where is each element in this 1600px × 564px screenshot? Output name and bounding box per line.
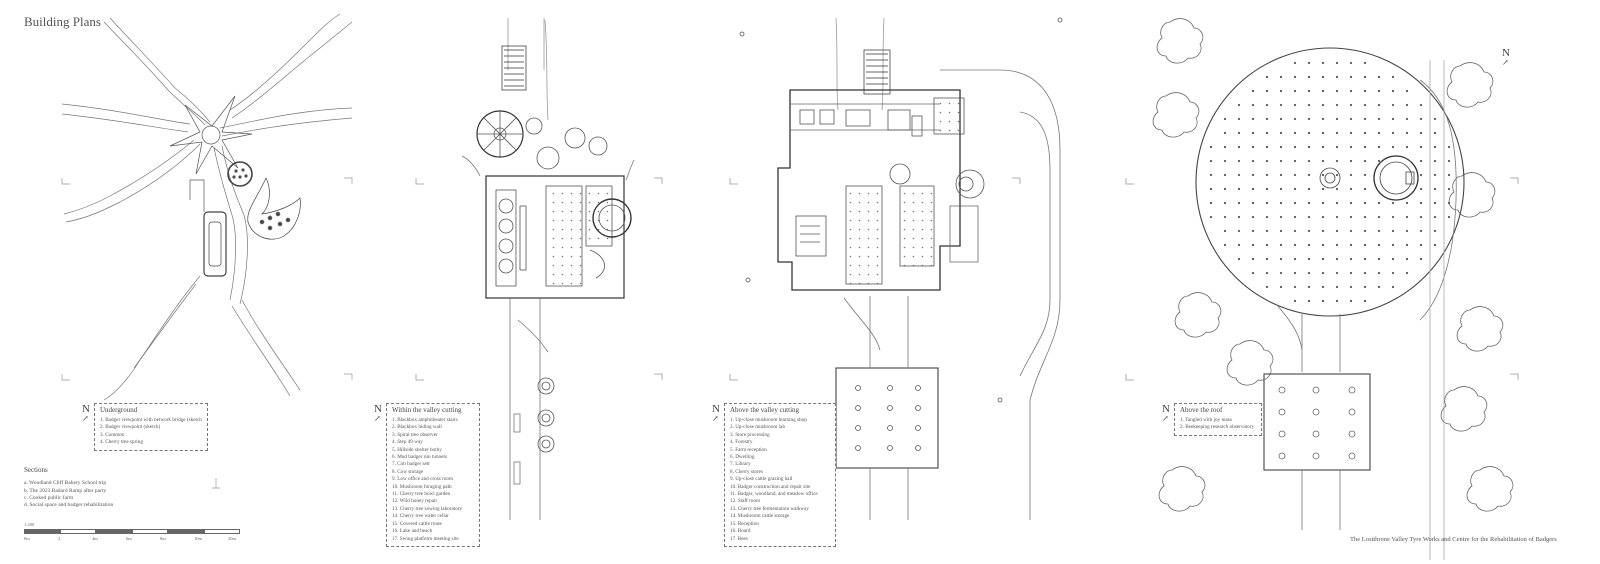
- legend-item: 13. Cherry tree sowing laboratory: [392, 505, 463, 512]
- panel-above-cutting-drawing: [729, 17, 1063, 520]
- legend-underground: Underground 1. Badger viewpoint with net…: [94, 403, 208, 451]
- legend-item: 2. Blackbox hiding wall: [392, 424, 442, 431]
- legend-above-cutting: Above the valley cutting 1. Up-close mus…: [724, 403, 836, 547]
- north-label: N: [82, 403, 90, 415]
- legend-item: 17. Bees: [730, 535, 748, 542]
- section-item: b. The 2023 Badard Ramp after party: [24, 487, 107, 494]
- scale-label: 1:200: [24, 522, 35, 527]
- legend-item: 3. Spiral tree observer: [392, 431, 438, 438]
- scale-tick: 6m: [126, 536, 132, 541]
- legend-item: 1. Tangled with joy mass: [1180, 417, 1232, 423]
- north-arrow-top: N ↗: [1502, 48, 1510, 67]
- legend-item: 11. Badger, woodland, and meadow office: [730, 491, 818, 498]
- legend-item: 17. Swing platform meeting site: [392, 535, 459, 542]
- legend-item: 1. Up-close mushroom learning shop: [730, 417, 807, 423]
- north-arrow-2: N ↗: [374, 404, 382, 423]
- legend-item: 6. Mud badger run tunnels: [392, 454, 447, 461]
- legend-heading: Underground: [100, 406, 138, 414]
- legend-item: 4. Forestry: [730, 439, 753, 446]
- legend-item: 16. Board: [730, 528, 751, 535]
- legend-item: 4. Step 49 way: [392, 439, 423, 446]
- north-arrow-3: N ↗: [712, 404, 720, 423]
- legend-item: 1. Badger viewpoint with network bridge …: [100, 417, 202, 423]
- legend-heading: Above the roof: [1180, 406, 1223, 414]
- legend-item: 5. Farm reception: [730, 446, 767, 453]
- north-arrow-4: N ↗: [1162, 404, 1170, 423]
- legend-heading: Within the valley cutting: [392, 406, 462, 414]
- legend-item: 4. Cherry tree spring: [100, 439, 143, 446]
- panel-underground-drawing: [61, 13, 353, 489]
- section-item: a. Woodland Cliff Bakery School trip: [24, 480, 107, 487]
- legend-item: 10. Badger construction and repair site: [730, 483, 811, 490]
- scale-tick: 2: [58, 536, 61, 541]
- scale-tick: 4m: [92, 536, 98, 541]
- legend-item: 6. Dwelling: [730, 454, 755, 461]
- legend-item: 1. Blackbox amphitheater stairs: [392, 417, 458, 423]
- legend-item: 12. Staff room: [730, 498, 761, 505]
- scale-ticks: 0m 2 4m 6m 8m 10m 20m: [24, 536, 262, 541]
- legend-item: 7. Cob badger sett: [392, 461, 430, 468]
- sections-heading: Sections: [24, 466, 48, 474]
- north-arrow-icon: ↗: [82, 414, 89, 423]
- legend-item: 8. Cow storage: [392, 468, 424, 475]
- legend-item: 9. Up-close cattle grazing hall: [730, 476, 793, 483]
- north-arrow-icon: ↗: [1502, 58, 1509, 67]
- legend-item: 5. Hillside shelter bothy: [392, 446, 442, 453]
- section-item: d. Social space and badger rehabilitatio…: [24, 502, 114, 509]
- scale-bar-graphic: [24, 529, 262, 534]
- north-arrow-icon: ↗: [374, 414, 381, 423]
- panel-within-cutting-drawing: [415, 18, 663, 520]
- sections-list: Sections a. Woodland Cliff Bakery School…: [24, 466, 114, 509]
- north-arrow-icon: ↗: [1162, 414, 1169, 423]
- legend-item: 2. Up-close mushroom lab: [730, 424, 786, 431]
- legend-item: 14. Mushroom cattle storage: [730, 513, 790, 520]
- north-label: N: [712, 403, 720, 415]
- scale-tick: 8m: [160, 536, 166, 541]
- legend-item: 14. Cherry tree water cellar: [392, 513, 449, 520]
- legend-item: 2. Beekeeping research observatory: [1180, 424, 1255, 431]
- legend-item: 7. Library: [730, 461, 751, 468]
- legend-item: 3. Store processing: [730, 431, 770, 438]
- legend-item: 2. Badger viewpoint (sketch): [100, 424, 161, 431]
- section-item: c. Cooked public farm: [24, 494, 74, 501]
- project-caption: The Lostthrone Valley Tyre Works and Cen…: [1350, 536, 1557, 543]
- legend-item: 3. Common: [100, 431, 125, 438]
- legend-item: 16. Lake and beach: [392, 528, 433, 535]
- legend-item: 8. Cherry stores: [730, 468, 763, 475]
- legend-heading: Above the valley cutting: [730, 406, 800, 414]
- legend-item: 12. Wild honey repair: [392, 498, 438, 505]
- legend-within-cutting: Within the valley cutting 1. Blackbox am…: [386, 403, 480, 547]
- legend-item: 11. Cherry tree bowl garden: [392, 491, 451, 498]
- north-arrow-1: N ↗: [82, 404, 90, 423]
- legend-item: 15. Reception: [730, 520, 759, 527]
- scale-tick: 0m: [24, 536, 30, 541]
- north-label: N: [374, 403, 382, 415]
- legend-item: 13. Cherry tree fermentation walkway: [730, 505, 810, 512]
- scale-tick: 20m: [228, 536, 237, 541]
- scale-tick: 10m: [194, 536, 203, 541]
- north-label: N: [1502, 47, 1510, 59]
- page-title: Building Plans: [24, 14, 101, 29]
- north-label: N: [1162, 403, 1170, 415]
- panel-above-roof-drawing: [1125, 18, 1519, 560]
- legend-item: 9. Low office and cross room: [392, 476, 453, 483]
- legend-item: 10. Mushroom foraging path: [392, 483, 452, 490]
- legend-item: 15. Covered cattle route: [392, 520, 442, 527]
- scale-bar: 1:200 0m 2 4m 6m 8m 10m 20m: [24, 522, 262, 541]
- legend-above-roof: Above the roof 1. Tangled with joy mass …: [1174, 403, 1262, 436]
- north-arrow-icon: ↗: [712, 414, 719, 423]
